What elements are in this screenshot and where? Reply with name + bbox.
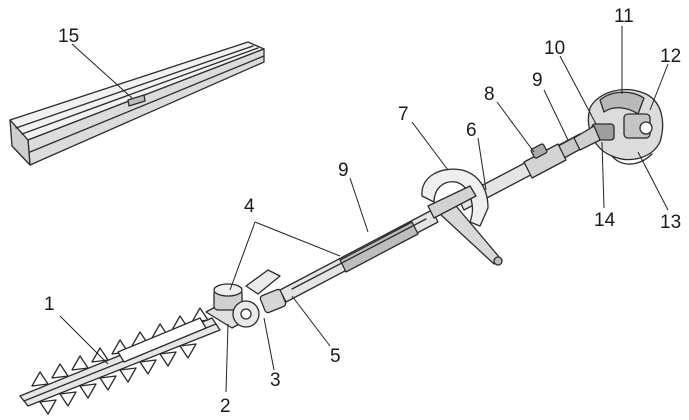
callout-14: 14 [594, 210, 616, 231]
callout-9-shaft: 9 [338, 160, 349, 181]
throttle-grip-drawing [523, 143, 567, 179]
leader-lines [59, 26, 669, 393]
callout-3: 3 [270, 370, 281, 391]
front-handle-drawing [421, 168, 503, 266]
callout-4: 4 [244, 196, 255, 217]
callout-7: 7 [398, 104, 409, 125]
gear-head-drawing [205, 269, 287, 329]
callout-5: 5 [330, 346, 341, 367]
callout-6: 6 [466, 120, 477, 141]
callout-1: 1 [44, 294, 55, 315]
callout-12: 12 [660, 46, 681, 67]
callout-2: 2 [220, 396, 231, 417]
callout-8: 8 [484, 84, 495, 105]
callout-9-tube: 9 [532, 70, 543, 91]
callout-10: 10 [544, 38, 565, 59]
blade-cover-drawing [9, 41, 265, 166]
callout-15: 15 [58, 26, 79, 47]
engine-drawing [573, 88, 664, 165]
callout-11: 11 [614, 6, 634, 27]
callouts: 1 2 3 4 5 6 7 8 9 9 10 11 12 13 14 15 [44, 6, 681, 417]
cutting-blade-drawing [19, 307, 221, 415]
callout-13: 13 [660, 212, 681, 233]
